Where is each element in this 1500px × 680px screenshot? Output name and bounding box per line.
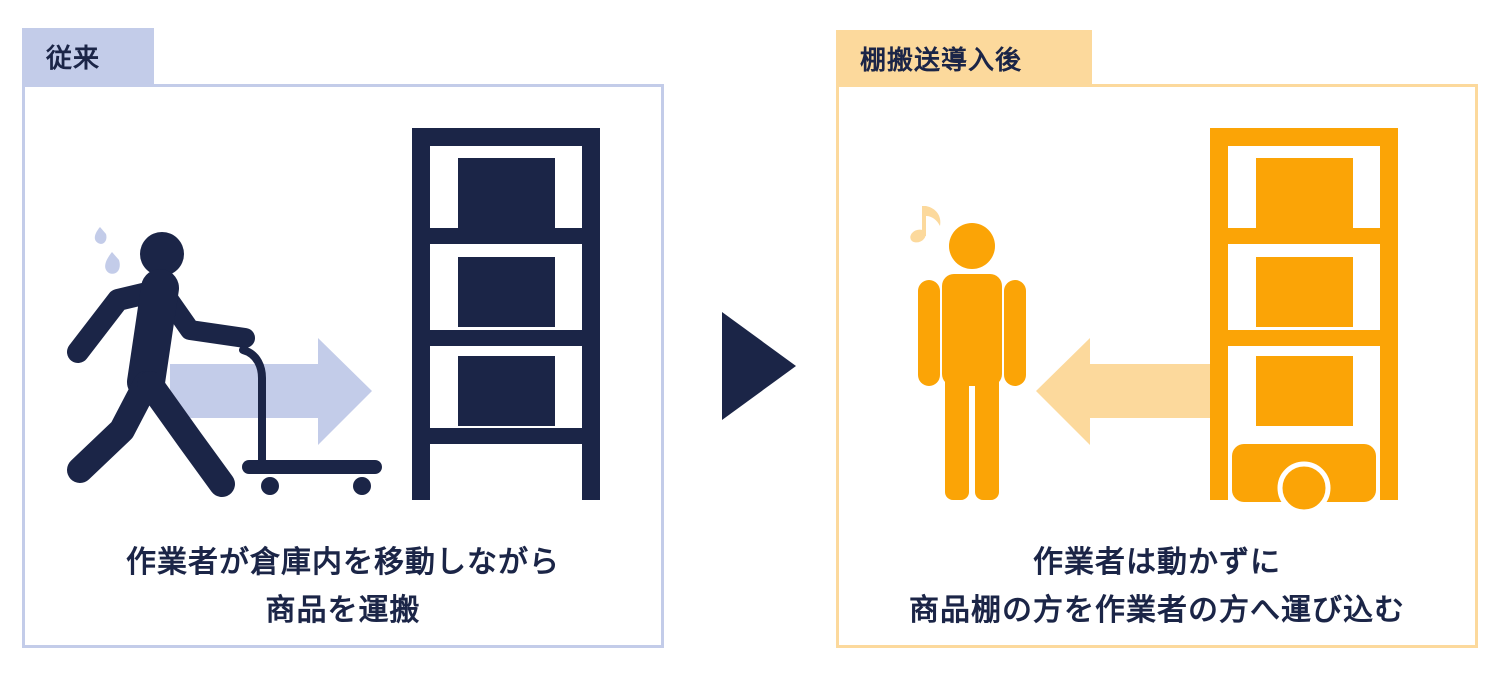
- caption-before-line1: 作業者が倉庫内を移動しながら: [126, 545, 560, 580]
- caption-before-line2: 商品を運搬: [265, 593, 421, 628]
- caption-before: 作業者が倉庫内を移動しながら 商品を運搬: [25, 539, 661, 635]
- caption-after-line2: 商品棚の方を作業者の方へ運び込む: [909, 593, 1405, 628]
- caption-after-line1: 作業者は動かずに: [1033, 545, 1281, 580]
- standing-person-icon: [918, 223, 1026, 500]
- hand-cart-icon: [239, 346, 382, 495]
- panel-before: 作業者が倉庫内を移動しながら 商品を運搬: [22, 84, 664, 648]
- play-triangle-icon: [722, 312, 796, 420]
- tab-before: 従来: [22, 28, 154, 84]
- shelf-icon: [412, 128, 600, 500]
- tab-after-label: 棚搬送導入後: [860, 45, 1023, 76]
- tab-after: 棚搬送導入後: [836, 30, 1092, 86]
- music-note-icon: [910, 206, 941, 243]
- tab-before-label: 従来: [46, 43, 101, 74]
- transport-robot-icon: [1232, 444, 1376, 515]
- right-arrow-icon: [170, 338, 372, 445]
- sweat-icon: [94, 227, 120, 274]
- left-arrow-icon: [1036, 338, 1210, 445]
- shelf-icon: [1210, 128, 1398, 500]
- caption-after: 作業者は動かずに 商品棚の方を作業者の方へ運び込む: [839, 539, 1475, 635]
- walking-person-icon: [67, 232, 255, 497]
